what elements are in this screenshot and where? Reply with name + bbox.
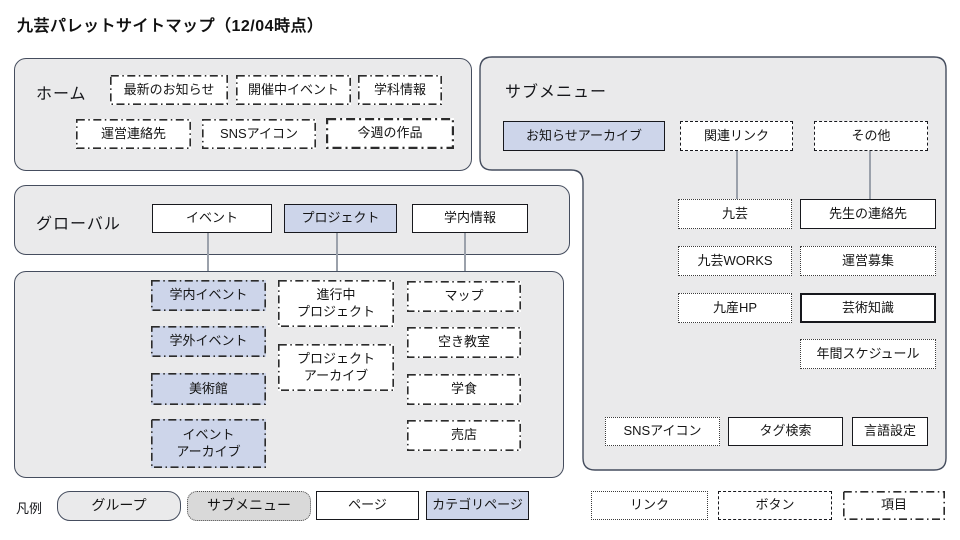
node-others: その他: [814, 121, 928, 151]
group-global-label: グローバル: [36, 216, 121, 233]
node-tag-search: タグ検索: [728, 417, 843, 446]
node-admin-contact: 運営連絡先: [76, 119, 192, 149]
nav-campus-info: 学内情報: [412, 204, 528, 233]
node-latest-news: 最新のお知らせ: [110, 75, 229, 105]
connector-line: [869, 151, 871, 199]
nav-project: プロジェクト: [284, 204, 397, 233]
node-campus-events: 学内イベント: [151, 280, 267, 311]
node-kyugei-works-link: 九芸WORKS: [678, 246, 792, 276]
legend-button: ボタン: [718, 491, 832, 520]
legend-label: 凡例: [16, 501, 43, 516]
legend-item: 項目: [843, 491, 946, 520]
node-current-events: 開催中イベント: [236, 75, 352, 105]
connector-line: [336, 233, 338, 280]
connector-line: [207, 233, 209, 280]
legend-page: ページ: [316, 491, 419, 520]
node-related-links: 関連リンク: [680, 121, 793, 151]
node-art-knowledge: 芸術知識: [800, 293, 936, 323]
node-map: マップ: [407, 281, 522, 312]
node-language-setting: 言語設定: [852, 417, 928, 446]
node-project-archive: プロジェクト アーカイブ: [278, 344, 395, 392]
page-title: 九芸パレットサイトマップ（12/04時点）: [17, 18, 324, 35]
group-home-label: ホーム: [36, 86, 87, 103]
node-teacher-contacts: 先生の連絡先: [800, 199, 936, 229]
node-department-info: 学科情報: [358, 75, 443, 105]
nav-event: イベント: [152, 204, 272, 233]
node-offcampus-events: 学外イベント: [151, 326, 267, 357]
legend-category-page: カテゴリページ: [426, 491, 529, 520]
legend-group: グループ: [57, 491, 181, 521]
node-sns-icons: SNSアイコン: [202, 119, 317, 149]
node-kyusan-hp-link: 九産HP: [678, 293, 792, 323]
node-ongoing-projects: 進行中 プロジェクト: [278, 280, 395, 328]
legend-link: リンク: [591, 491, 708, 520]
node-kyugei-link: 九芸: [678, 199, 792, 229]
connector-line: [736, 151, 738, 199]
node-cafeteria: 学食: [407, 374, 522, 405]
node-weekly-works: 今週の作品: [326, 118, 455, 149]
node-staff-recruiting: 運営募集: [800, 246, 936, 276]
node-sns-icons-submenu: SNSアイコン: [605, 417, 720, 446]
node-event-archive: イベント アーカイブ: [151, 419, 267, 469]
node-museum: 美術館: [151, 373, 267, 405]
group-submenu-label: サブメニュー: [505, 84, 608, 101]
connector-line: [464, 233, 466, 280]
node-annual-schedule: 年間スケジュール: [800, 339, 936, 369]
node-news-archive: お知らせアーカイブ: [503, 121, 665, 151]
legend-submenu: サブメニュー: [187, 491, 311, 521]
node-open-classrooms: 空き教室: [407, 327, 522, 358]
node-shop: 売店: [407, 420, 522, 451]
